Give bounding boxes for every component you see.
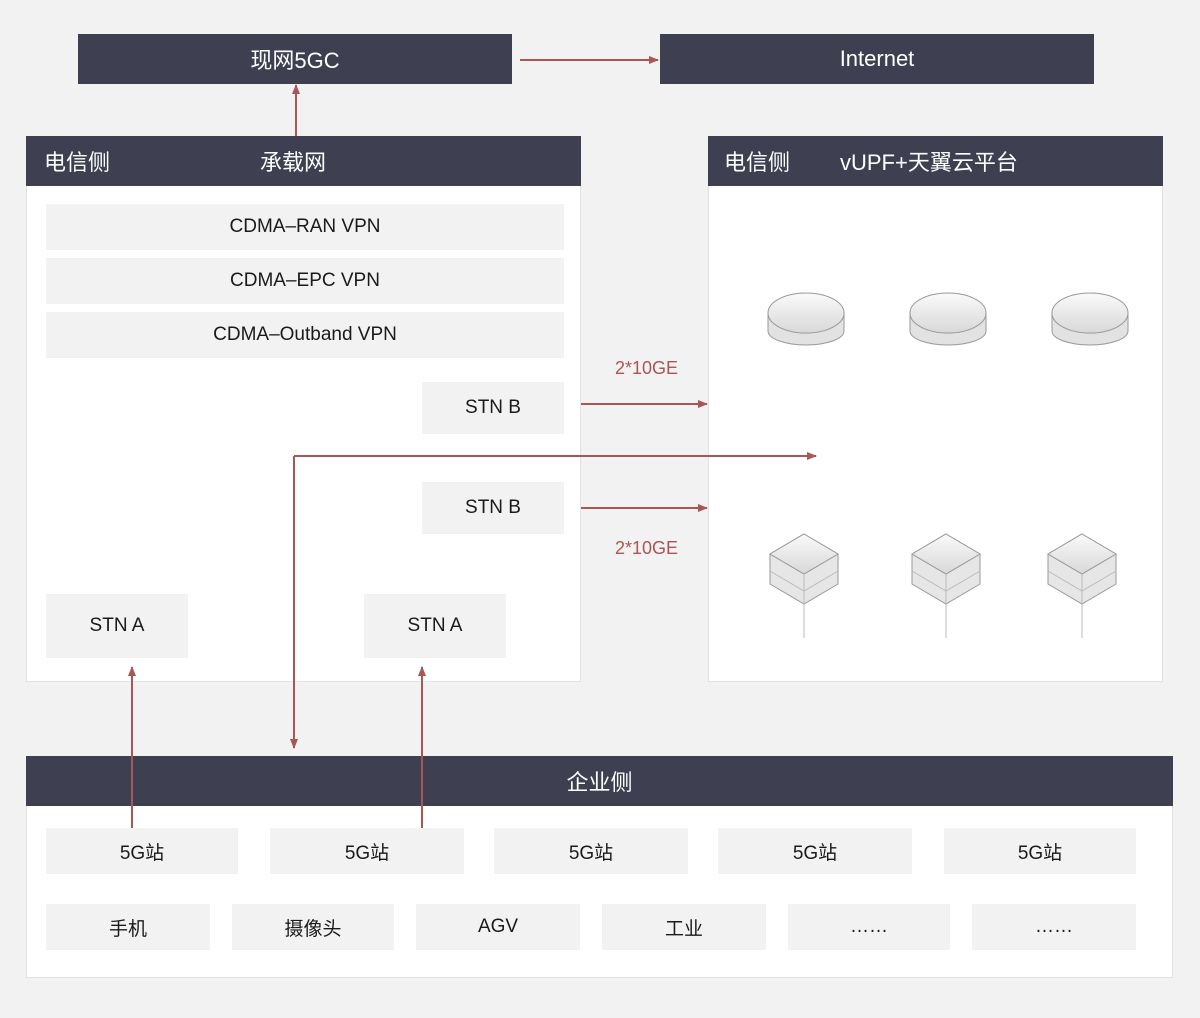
stn-a-box: STN A xyxy=(46,594,188,658)
enterprise-title: 企业侧 xyxy=(566,770,633,795)
vpn-label: CDMA–RAN VPN xyxy=(229,216,381,237)
internet-label: Internet xyxy=(839,46,915,71)
device-box: …… xyxy=(788,904,950,950)
5g-station-box: 5G站 xyxy=(718,828,912,874)
cloud-platform-panel xyxy=(708,136,1163,682)
5g-station-label: 5G站 xyxy=(1017,842,1063,864)
vpn-label: CDMA–EPC VPN xyxy=(230,270,380,291)
device-box: AGV xyxy=(416,904,580,950)
5g-station-label: 5G站 xyxy=(119,842,165,864)
5g-station-box: 5G站 xyxy=(270,828,464,874)
device-box: 摄像头 xyxy=(232,904,394,950)
device-box: …… xyxy=(972,904,1136,950)
device-label: …… xyxy=(1035,916,1073,937)
stn-a-label: STN A xyxy=(407,615,463,636)
device-label: 手机 xyxy=(108,918,147,940)
device-label: AGV xyxy=(477,916,519,937)
stn-b-box: STN B xyxy=(422,382,564,434)
5g-station-label: 5G站 xyxy=(344,842,390,864)
stn-b-label: STN B xyxy=(465,397,521,418)
vpn-label: CDMA–Outband VPN xyxy=(213,324,397,345)
bearer-network-header: 电信侧 承载网 xyxy=(26,136,581,186)
core-5gc-box: 现网5GC xyxy=(78,34,512,84)
bearer-title: 承载网 xyxy=(260,150,327,175)
link-speed-label: 2*10GE xyxy=(615,538,679,558)
5g-station-box: 5G站 xyxy=(46,828,238,874)
5g-station-box: 5G站 xyxy=(494,828,688,874)
bearer-side-label: 电信侧 xyxy=(44,150,111,175)
device-label: 摄像头 xyxy=(284,918,342,940)
stn-a-box: STN A xyxy=(364,594,506,658)
enterprise-header: 企业侧 xyxy=(26,756,1173,806)
core-5gc-label: 现网5GC xyxy=(250,48,340,73)
vpn-box: CDMA–Outband VPN xyxy=(46,312,564,358)
link-speed-label: 2*10GE xyxy=(615,358,679,378)
vpn-box: CDMA–EPC VPN xyxy=(46,258,564,304)
cloud-platform-header: 电信侧 vUPF+天翼云平台 xyxy=(708,136,1163,186)
5g-station-label: 5G站 xyxy=(568,842,614,864)
device-box: 手机 xyxy=(46,904,210,950)
device-label: …… xyxy=(850,916,888,937)
5g-station-label: 5G站 xyxy=(792,842,838,864)
cloud-side-label: 电信侧 xyxy=(724,150,791,175)
stn-b-label: STN B xyxy=(465,497,521,518)
stn-b-box: STN B xyxy=(422,482,564,534)
cloud-title: vUPF+天翼云平台 xyxy=(840,150,1018,175)
device-label: 工业 xyxy=(664,918,703,940)
device-box: 工业 xyxy=(602,904,766,950)
5g-station-box: 5G站 xyxy=(944,828,1136,874)
internet-box: Internet xyxy=(660,34,1094,84)
stn-a-label: STN A xyxy=(89,615,145,636)
vpn-box: CDMA–RAN VPN xyxy=(46,204,564,250)
